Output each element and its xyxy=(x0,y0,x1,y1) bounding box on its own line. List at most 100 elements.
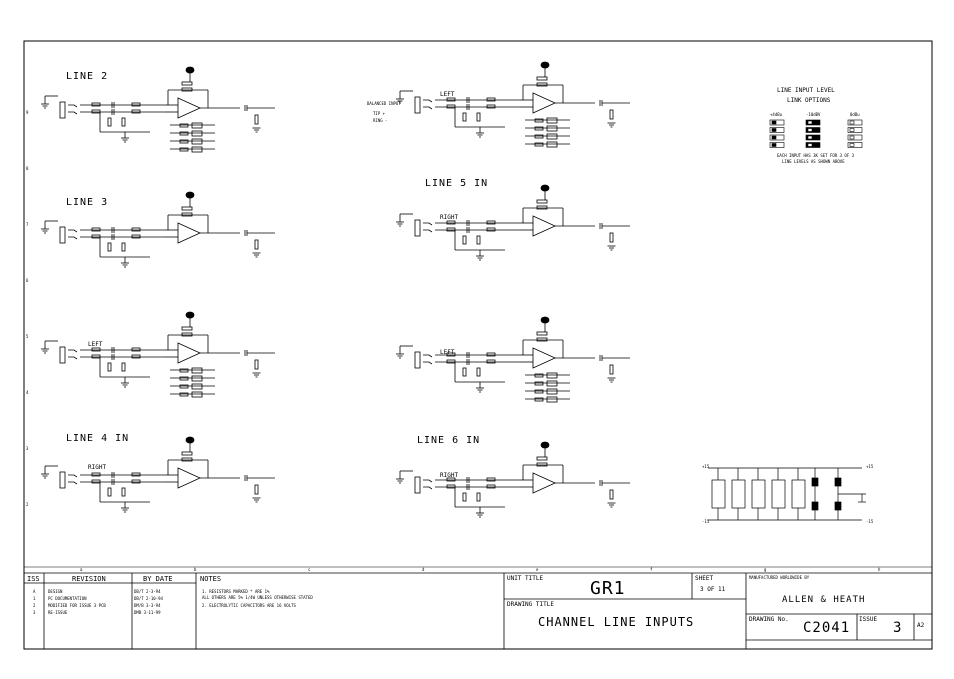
link-block xyxy=(769,142,785,148)
tb-rev-by: DB/T 2-10-94 xyxy=(134,596,163,601)
link-option-label-1: +4dBu xyxy=(770,112,783,117)
section-title-line3: LINE 3 xyxy=(66,197,108,208)
resistor xyxy=(446,220,456,225)
jack-ring xyxy=(68,481,78,485)
resistor xyxy=(446,104,456,109)
resistor xyxy=(486,477,496,482)
resistor xyxy=(181,457,193,462)
link-pin xyxy=(807,120,813,125)
electrolytic-cap xyxy=(540,316,550,324)
title-block-grid xyxy=(24,573,932,649)
resistor xyxy=(486,359,496,364)
resistor xyxy=(446,484,456,489)
ic-power-pins xyxy=(711,479,726,509)
label-right-line6: RIGHT xyxy=(440,472,458,479)
resistor xyxy=(179,139,189,144)
tb-revision-header: REVISION xyxy=(72,575,106,583)
electrolytic-cap xyxy=(540,61,550,69)
tb-drawing-title: CHANNEL LINE INPUTS xyxy=(538,615,694,629)
tb-revision-rows: A DESIGN DB/T 2-3-94 1 PC DOCUMENTATION … xyxy=(33,589,163,615)
tb-drawing-title-label: DRAWING TITLE xyxy=(507,601,554,608)
input-jack xyxy=(59,101,66,119)
tb-rev-iss: 3 xyxy=(33,610,36,615)
border-marker-column: g xyxy=(764,567,767,572)
resistor xyxy=(91,227,101,232)
resistor xyxy=(536,76,548,81)
resistor xyxy=(131,479,141,484)
resistor xyxy=(536,205,548,210)
tb-manufacturer: ALLEN & HEATH xyxy=(782,595,865,605)
link-jumper xyxy=(191,375,203,382)
jack-ring xyxy=(68,236,78,240)
link-pin xyxy=(807,143,813,147)
resistor xyxy=(486,227,496,232)
link-block xyxy=(805,127,821,133)
resistor xyxy=(179,131,189,136)
jack-tip xyxy=(68,474,78,478)
tb-drawing-no: C2041 xyxy=(803,620,850,636)
resistor xyxy=(91,354,101,359)
link-pin xyxy=(849,135,855,140)
resistor xyxy=(181,451,193,456)
resistor xyxy=(107,487,112,497)
jack-ring xyxy=(68,356,78,360)
border-marker-column: b xyxy=(194,567,197,572)
resistor xyxy=(91,479,101,484)
opamp-symbol xyxy=(177,342,201,364)
border-marker-row: 5 xyxy=(26,334,29,339)
opamp-symbol xyxy=(532,472,556,494)
power-plus-right: +15 xyxy=(866,464,874,469)
jack-ring xyxy=(423,106,433,110)
resistor xyxy=(91,347,101,352)
power-decoupling xyxy=(708,467,866,521)
section-title-line6: LINE 6 IN xyxy=(417,435,480,446)
link-options-note1: EACH INPUT HAS 3K SET FOR 3 OF 3 xyxy=(777,153,855,158)
power-minus-left: -15 xyxy=(702,519,710,524)
resistor xyxy=(446,359,456,364)
link-option-label-3: 0dBu xyxy=(850,112,860,117)
resistor xyxy=(107,117,112,127)
tb-rev-by: DM/B 3-3-94 xyxy=(134,603,161,608)
tb-iss-header: ISS xyxy=(27,575,40,583)
link-block xyxy=(769,127,785,133)
tb-rev-by: DB/T 2-3-94 xyxy=(134,589,161,594)
tb-drawing-no-label: DRAWING No. xyxy=(749,616,789,623)
tb-note-1: 1. RESISTORS MARKED * ARE 1% xyxy=(202,589,270,594)
input-jack xyxy=(414,96,421,114)
electrolytic-cap xyxy=(185,66,195,74)
resistor xyxy=(121,487,126,497)
resistor xyxy=(131,102,141,107)
label-balanced-input: BALANCED INPUT xyxy=(367,101,401,106)
resistor xyxy=(91,102,101,107)
link-block xyxy=(847,119,863,126)
opamp-symbol xyxy=(532,92,556,114)
link-jumper xyxy=(546,396,558,403)
tb-rev-iss: 1 xyxy=(33,596,36,601)
resistor xyxy=(462,492,467,502)
label-right-line5: RIGHT xyxy=(440,214,458,221)
link-pin xyxy=(807,135,813,140)
resistor xyxy=(181,87,193,92)
link-jumper xyxy=(546,388,558,395)
resistor xyxy=(462,367,467,377)
resistor xyxy=(536,199,548,204)
label-left-line6: LEFT xyxy=(440,349,455,356)
link-pin xyxy=(849,143,855,147)
border-marker-column: e xyxy=(536,567,539,572)
border-marker-column: h xyxy=(878,567,881,572)
tb-rev-text: MODIFIED FOR ISSUE 3 PCB xyxy=(48,603,106,608)
drawing-frame xyxy=(23,40,933,650)
tb-by-date-header: BY DATE xyxy=(143,575,173,583)
jack-tip xyxy=(68,349,78,353)
border-marker-row: 9 xyxy=(26,110,29,115)
link-options-title1: LINE INPUT LEVEL xyxy=(777,87,835,94)
opamp-symbol xyxy=(532,215,556,237)
opamp-symbol xyxy=(177,222,201,244)
resistor xyxy=(476,367,481,377)
tb-unit-title-label: UNIT TITLE xyxy=(507,575,544,582)
resistor xyxy=(181,206,193,211)
resistor xyxy=(609,109,614,120)
tb-note-1b: ALL OTHERS ARE 5% 1/4W UNLESS OTHERWISE … xyxy=(202,595,313,600)
opamp-symbol xyxy=(177,97,201,119)
